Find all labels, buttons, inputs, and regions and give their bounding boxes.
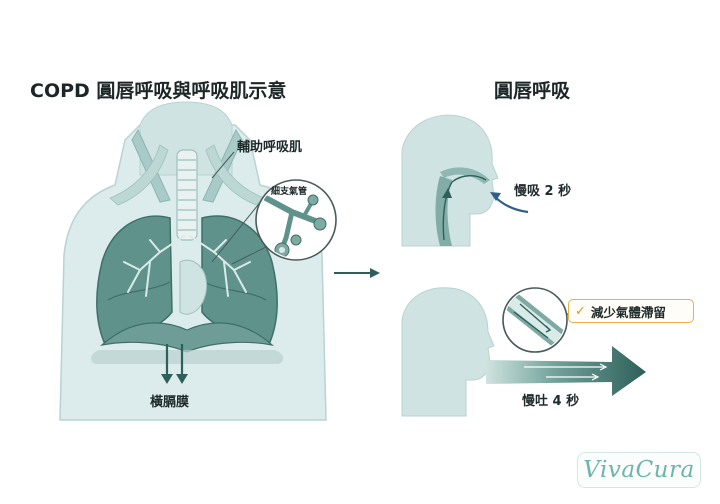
right-title: 圓唇呼吸 (494, 80, 571, 102)
airway-zoom (502, 287, 571, 353)
bronchioles-label: 細支氣管 (271, 187, 308, 197)
lungs (96, 215, 278, 343)
diaphragm-arrows (161, 344, 188, 384)
exhale-arrow (486, 346, 646, 396)
accessory-muscles-label: 輔助呼吸肌 (237, 140, 303, 155)
left-title: COPD 圓唇呼吸與呼吸肌示意 (30, 80, 287, 102)
brand-logo: VivaCura (577, 452, 701, 488)
callout-text: 減少氣體滯留 (590, 304, 666, 320)
inhale-label: 慢吸 2 秒 (514, 184, 572, 199)
trachea (176, 149, 198, 241)
check-icon: ✓ (575, 303, 586, 319)
bronchioles-zoom (211, 179, 337, 265)
gas-trapping-callout: ✓ 減少氣體滯留 (568, 299, 694, 323)
inhale-head (401, 114, 499, 247)
accessory-muscles (109, 128, 265, 206)
exhale-label: 慢吐 4 秒 (522, 394, 580, 409)
exhale-head (401, 287, 495, 417)
diaphragm (91, 322, 283, 364)
transition-arrow (334, 268, 380, 278)
inhale-arrow (490, 192, 529, 214)
diaphragm-label: 橫膈膜 (150, 395, 190, 410)
logo-text: VivaCura (583, 457, 695, 483)
